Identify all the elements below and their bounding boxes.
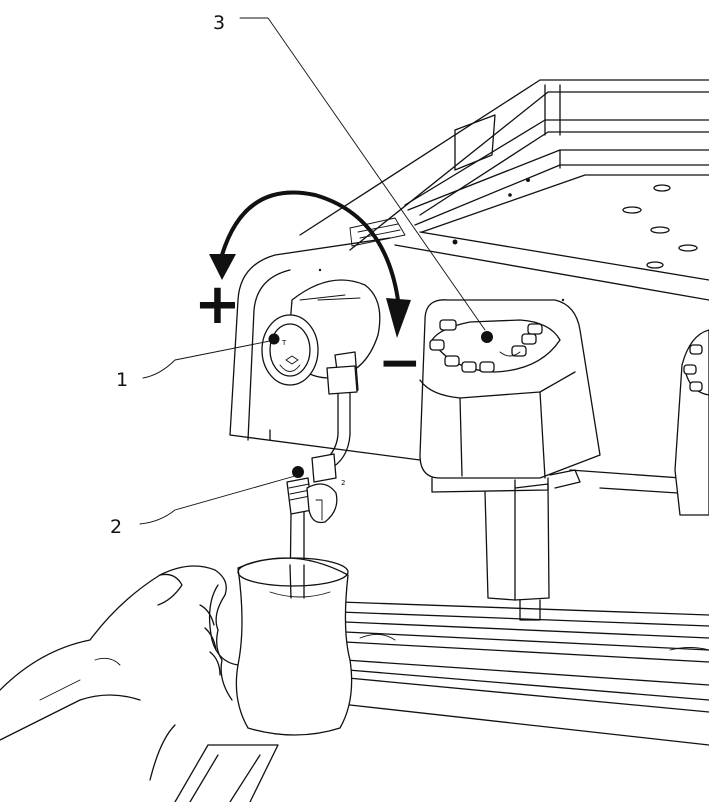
drip-tray: [340, 602, 709, 745]
knob-mark-2: 2: [341, 479, 345, 487]
callout-leader-2: [140, 466, 304, 524]
callout-number-3: 3: [213, 12, 225, 34]
milk-pitcher: [210, 558, 352, 735]
callout-number-1: 1: [116, 369, 128, 391]
knob-mark-t: T: [281, 339, 287, 347]
minus-symbol: −: [378, 333, 422, 393]
plus-symbol: +: [194, 272, 241, 337]
steam-pipe: [312, 366, 357, 482]
brew-group-head: [420, 300, 600, 620]
callout-number-2: 2: [110, 516, 122, 538]
steam-valve-knob[interactable]: T: [262, 280, 380, 393]
second-group-head: [675, 330, 709, 515]
machine-top-tray: [300, 80, 709, 300]
callout-leader-1: [143, 334, 280, 379]
